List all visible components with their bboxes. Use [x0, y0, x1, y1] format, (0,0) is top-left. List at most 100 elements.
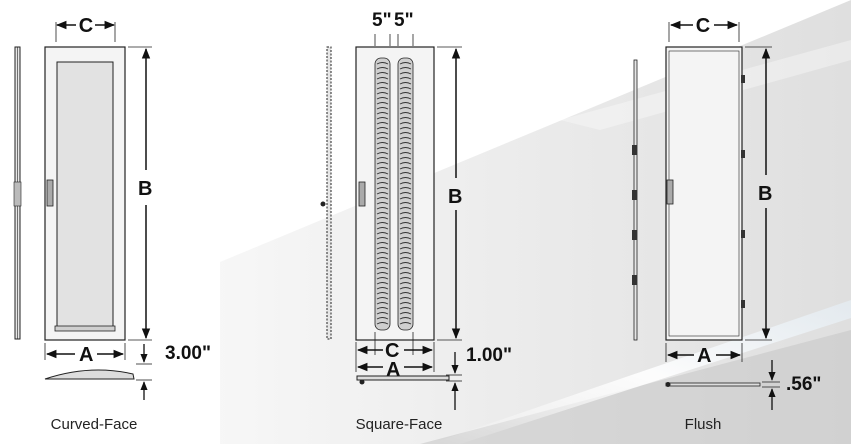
- vent-slat: [399, 147, 412, 150]
- square-vent-label-right: 5": [394, 10, 414, 31]
- vent-slat: [376, 217, 389, 220]
- vent-slat: [376, 137, 389, 140]
- vent-slat: [399, 237, 412, 240]
- square-vent-left: [374, 57, 391, 331]
- flush-depth-label: .56": [786, 374, 821, 395]
- vent-slat: [399, 137, 412, 140]
- vent-slat: [376, 72, 389, 75]
- curved-b-label: B: [138, 178, 152, 200]
- flush-door-frame: [665, 46, 743, 341]
- curved-face-door: C B A 3.00" Curved-Face: [13, 15, 211, 433]
- square-caption: Square-Face: [356, 416, 443, 433]
- square-b-label: B: [448, 186, 462, 208]
- vent-slat: [399, 207, 412, 210]
- vent-slat: [376, 222, 389, 225]
- vent-slat: [376, 67, 389, 70]
- vent-slat: [399, 132, 412, 135]
- vent-slat: [376, 192, 389, 195]
- vent-slat: [376, 297, 389, 300]
- vent-slat: [399, 257, 412, 260]
- vent-slat: [376, 242, 389, 245]
- square-plan-view: [356, 375, 450, 381]
- vent-slat: [376, 277, 389, 280]
- vent-slat: [376, 97, 389, 100]
- vent-slat: [376, 237, 389, 240]
- vent-slat: [376, 182, 389, 185]
- vent-slat: [376, 132, 389, 135]
- vent-slat: [376, 122, 389, 125]
- vent-slat: [376, 107, 389, 110]
- flush-c-label: C: [696, 15, 710, 37]
- vent-slat: [376, 187, 389, 190]
- vent-slat: [399, 212, 412, 215]
- vent-slat: [376, 157, 389, 160]
- vent-slat: [399, 62, 412, 65]
- vent-slat: [399, 217, 412, 220]
- vent-slat: [376, 252, 389, 255]
- square-c-label: C: [385, 340, 399, 362]
- vent-slat: [376, 307, 389, 310]
- vent-slat: [376, 267, 389, 270]
- vent-slat: [376, 167, 389, 170]
- vent-slat: [399, 222, 412, 225]
- vent-slat: [399, 297, 412, 300]
- vent-slat: [376, 317, 389, 320]
- flush-b-label: B: [758, 183, 772, 205]
- vent-slat: [399, 67, 412, 70]
- vent-slat: [376, 257, 389, 260]
- vent-slat: [399, 307, 412, 310]
- vent-slat: [376, 202, 389, 205]
- square-depth-label: 1.00": [466, 345, 512, 366]
- curved-depth-label: 3.00": [165, 343, 211, 364]
- square-vent-right: [397, 57, 414, 331]
- vent-slat: [376, 232, 389, 235]
- flush-a-label: A: [697, 345, 711, 367]
- vent-slat: [376, 272, 389, 275]
- vent-slat: [376, 247, 389, 250]
- vent-slat: [399, 117, 412, 120]
- square-vent-label-left: 5": [372, 10, 392, 31]
- vent-slat: [399, 272, 412, 275]
- vent-slat: [399, 287, 412, 290]
- vent-slat: [399, 302, 412, 305]
- vent-slat: [399, 157, 412, 160]
- square-handle: [358, 181, 366, 207]
- square-face-door: 5" 5" B C A 1.00" Square-Face: [320, 10, 512, 433]
- vent-slat: [399, 242, 412, 245]
- vent-slat: [376, 197, 389, 200]
- vent-slat: [399, 152, 412, 155]
- background-panels: [220, 0, 851, 444]
- vent-slat: [399, 247, 412, 250]
- vent-slat: [399, 192, 412, 195]
- vent-slat: [376, 127, 389, 130]
- flush-plan-view: [665, 382, 761, 387]
- vent-slat: [376, 207, 389, 210]
- vent-slat: [376, 152, 389, 155]
- vent-slat: [399, 127, 412, 130]
- vent-slat: [376, 227, 389, 230]
- vent-slat: [376, 117, 389, 120]
- vent-slat: [399, 112, 412, 115]
- vent-slat: [399, 292, 412, 295]
- vent-slat: [376, 287, 389, 290]
- vent-slat: [399, 227, 412, 230]
- vent-slat: [376, 212, 389, 215]
- vent-slat: [399, 102, 412, 105]
- vent-slat: [399, 162, 412, 165]
- square-side-profile: [326, 46, 332, 340]
- vent-slat: [399, 187, 412, 190]
- vent-slat: [376, 322, 389, 325]
- flush-door: C B A .56" Flush: [632, 15, 821, 433]
- vent-slat: [399, 177, 412, 180]
- vent-slat: [399, 122, 412, 125]
- vent-slat: [376, 262, 389, 265]
- curved-handle: [46, 179, 54, 207]
- vent-slat: [399, 77, 412, 80]
- vent-slat: [376, 177, 389, 180]
- vent-slat: [376, 112, 389, 115]
- vent-slat: [399, 202, 412, 205]
- flush-handle: [666, 179, 674, 205]
- vent-slat: [399, 232, 412, 235]
